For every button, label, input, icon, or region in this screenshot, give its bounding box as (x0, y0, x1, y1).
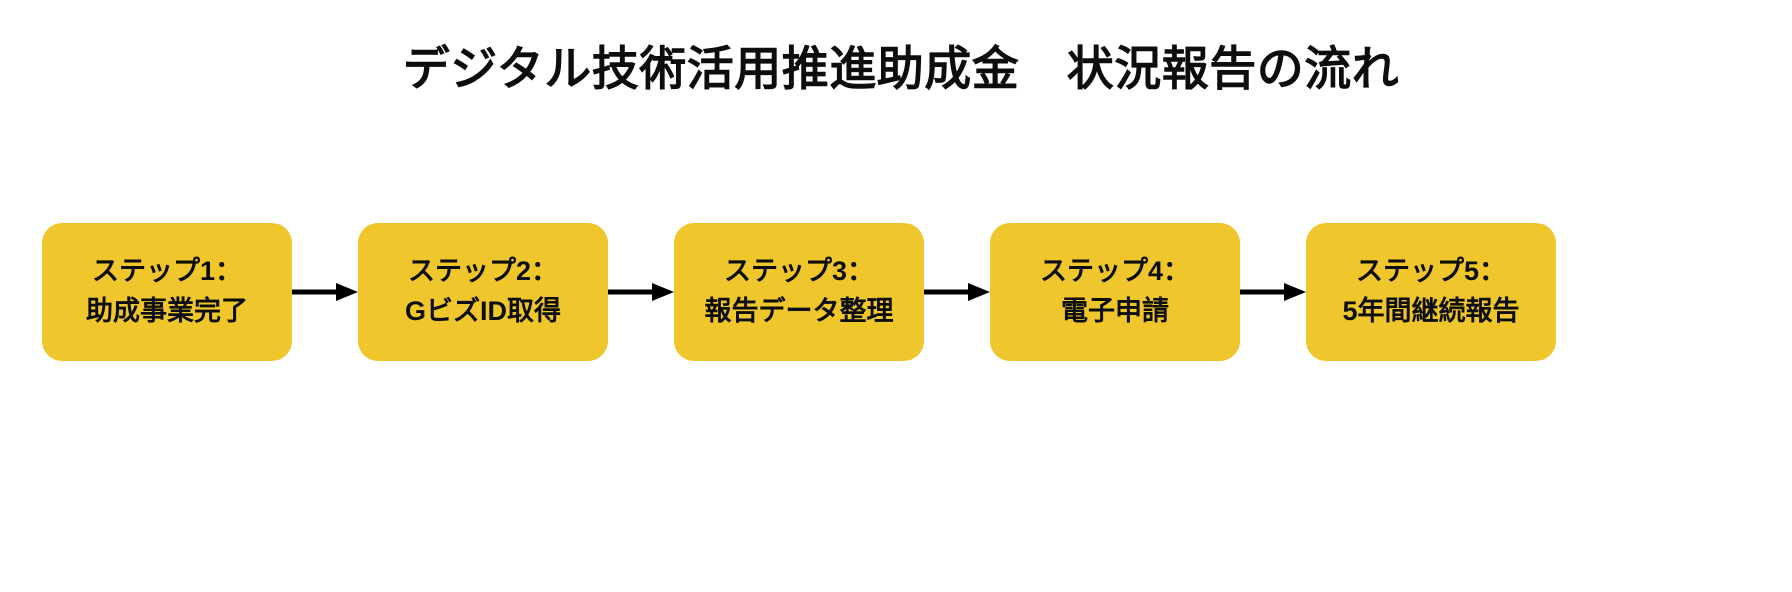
step-5-line-2: 5年間継続報告 (1342, 296, 1520, 326)
arrow-right-icon-2 (608, 281, 674, 303)
step-1-line-1: ステップ1： (91, 256, 243, 287)
step-2-line-1: ステップ2： (407, 256, 559, 287)
page-title: デジタル技術活用推進助成金 状況報告の流れ (402, 42, 1400, 95)
step-4-line-2: 電子申請 (1061, 296, 1169, 326)
step-1-line-2: 助成事業完了 (86, 296, 248, 326)
arrow-right-icon-4 (1240, 281, 1306, 303)
step-box-3[interactable]: ステップ3： 報告データ整理 (674, 223, 924, 361)
step-5-line-1: ステップ5： (1355, 256, 1507, 287)
step-2-line-2: GビズID取得 (404, 296, 561, 326)
step-3-line-2: 報告データ整理 (704, 296, 894, 326)
step-box-2[interactable]: ステップ2： GビズID取得 (358, 223, 608, 361)
step-4-line-1: ステップ4： (1039, 256, 1191, 287)
arrow-right-icon-3 (924, 281, 990, 303)
step-3-line-1: ステップ3： (723, 256, 875, 287)
step-box-1[interactable]: ステップ1： 助成事業完了 (42, 223, 292, 361)
process-flow: ステップ1： 助成事業完了 ステップ2： GビズID取得 ステップ3： 報告デー… (42, 222, 1754, 362)
step-box-4[interactable]: ステップ4： 電子申請 (990, 223, 1240, 361)
step-box-5[interactable]: ステップ5： 5年間継続報告 (1306, 223, 1556, 361)
arrow-right-icon-1 (292, 281, 358, 303)
